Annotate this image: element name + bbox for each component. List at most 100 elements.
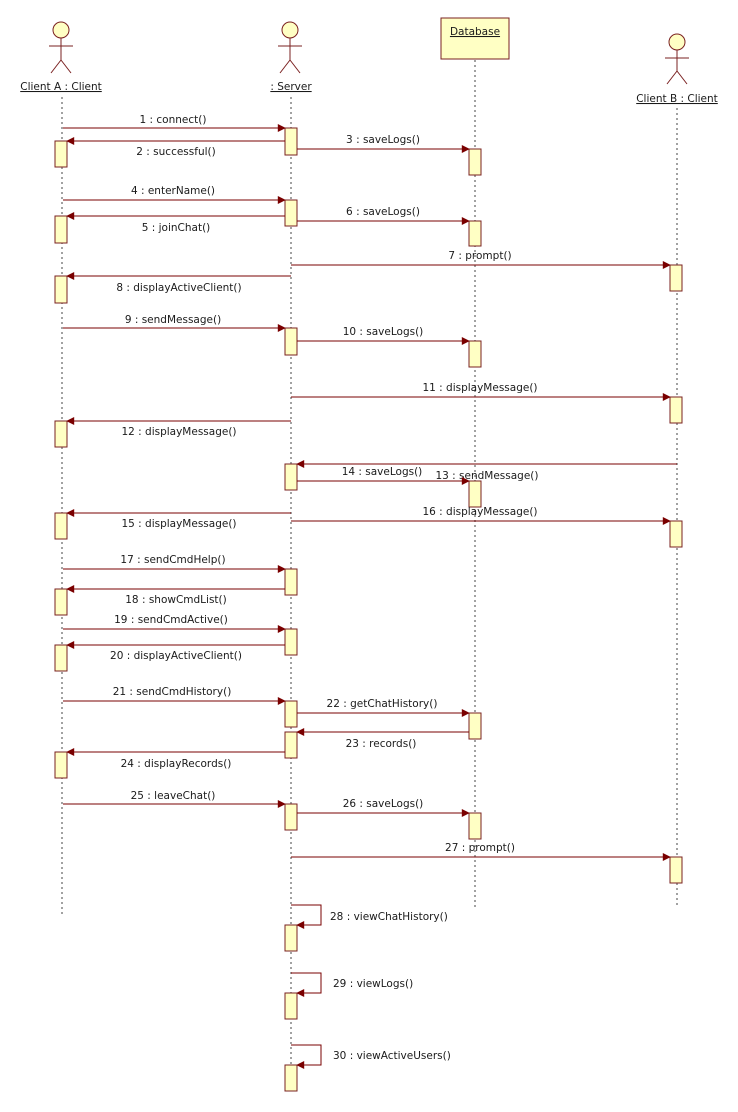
message-label: 28 : viewChatHistory() bbox=[330, 911, 448, 923]
message-label: 15 : displayMessage() bbox=[121, 518, 236, 530]
activation-bar bbox=[54, 512, 68, 540]
message-label: 29 : viewLogs() bbox=[333, 978, 413, 990]
activation-bar bbox=[468, 340, 482, 368]
message-label: 6 : saveLogs() bbox=[346, 206, 420, 218]
message[interactable]: 25 : leaveChat() bbox=[63, 790, 286, 808]
activation-bar bbox=[468, 220, 482, 247]
message[interactable]: 9 : sendMessage() bbox=[63, 314, 286, 332]
activation-bar bbox=[284, 803, 298, 831]
activation-bar bbox=[284, 1064, 298, 1092]
actor-icon bbox=[665, 33, 689, 85]
message-label: 12 : displayMessage() bbox=[121, 426, 236, 438]
self-message[interactable]: 30 : viewActiveUsers() bbox=[291, 1044, 451, 1069]
message-label: 14 : saveLogs() bbox=[342, 466, 423, 478]
activation-bars bbox=[54, 127, 683, 1092]
activation-bar bbox=[284, 731, 298, 759]
message[interactable]: 2 : successful() bbox=[66, 137, 285, 158]
message-label: 16 : displayMessage() bbox=[422, 506, 537, 518]
lifeline-client-a-header[interactable]: Client A : Client bbox=[20, 21, 102, 93]
lifeline-label-client-a: Client A : Client bbox=[20, 81, 102, 93]
message[interactable]: 16 : displayMessage() bbox=[291, 506, 671, 525]
message-label: 19 : sendCmdActive() bbox=[114, 614, 228, 626]
lifeline-label-client-b: Client B : Client bbox=[636, 93, 718, 105]
message[interactable]: 13 : sendMessage() bbox=[296, 460, 677, 482]
self-message[interactable]: 28 : viewChatHistory() bbox=[291, 904, 448, 929]
message-label: 27 : prompt() bbox=[445, 842, 515, 854]
database-object-box bbox=[440, 17, 510, 60]
lifeline-server-header[interactable]: : Server bbox=[270, 21, 312, 93]
message-label: 18 : showCmdList() bbox=[125, 594, 226, 606]
message-label: 3 : saveLogs() bbox=[346, 134, 420, 146]
message[interactable]: 4 : enterName() bbox=[63, 185, 286, 204]
message-label: 13 : sendMessage() bbox=[435, 470, 538, 482]
message-arrow bbox=[291, 1044, 322, 1069]
message[interactable]: 15 : displayMessage() bbox=[66, 509, 291, 530]
message-arrow bbox=[291, 904, 322, 929]
message-label: 22 : getChatHistory() bbox=[327, 698, 438, 710]
activation-bar bbox=[669, 396, 683, 424]
messages: 1 : connect() 2 : successful() 3 : saveL… bbox=[63, 114, 677, 1069]
message-label: 23 : records() bbox=[346, 738, 417, 750]
activation-bar bbox=[669, 264, 683, 292]
message[interactable]: 6 : saveLogs() bbox=[297, 206, 470, 225]
activation-bar bbox=[54, 140, 68, 168]
message-label: 4 : enterName() bbox=[131, 185, 215, 197]
message-label: 20 : displayActiveClient() bbox=[110, 650, 242, 662]
activation-bar bbox=[468, 712, 482, 740]
message-label: 17 : sendCmdHelp() bbox=[120, 554, 225, 566]
message[interactable]: 20 : displayActiveClient() bbox=[66, 641, 285, 662]
message[interactable]: 26 : saveLogs() bbox=[297, 798, 470, 817]
lifeline-label-database: Database bbox=[450, 26, 500, 38]
activation-bar bbox=[284, 327, 298, 356]
message[interactable]: 7 : prompt() bbox=[291, 250, 671, 269]
message[interactable]: 18 : showCmdList() bbox=[66, 585, 285, 606]
message[interactable]: 24 : displayRecords() bbox=[66, 748, 285, 770]
message-label: 7 : prompt() bbox=[448, 250, 511, 262]
activation-bar bbox=[669, 520, 683, 548]
activation-bar bbox=[284, 199, 298, 227]
message[interactable]: 1 : connect() bbox=[63, 114, 286, 132]
message-label: 1 : connect() bbox=[140, 114, 207, 126]
message-label: 30 : viewActiveUsers() bbox=[333, 1050, 451, 1062]
message[interactable]: 23 : records() bbox=[296, 728, 469, 750]
message[interactable]: 19 : sendCmdActive() bbox=[63, 614, 286, 633]
self-message[interactable]: 29 : viewLogs() bbox=[291, 972, 413, 997]
message-label: 21 : sendCmdHistory() bbox=[113, 686, 232, 698]
activation-bar bbox=[284, 568, 298, 596]
message[interactable]: 3 : saveLogs() bbox=[297, 134, 470, 153]
message-label: 9 : sendMessage() bbox=[125, 314, 221, 326]
activation-bar bbox=[284, 700, 298, 728]
message[interactable]: 5 : joinChat() bbox=[66, 212, 285, 234]
activation-bar bbox=[54, 588, 68, 616]
message[interactable]: 12 : displayMessage() bbox=[66, 417, 291, 438]
message-label: 24 : displayRecords() bbox=[121, 758, 232, 770]
activation-bar bbox=[284, 992, 298, 1020]
message[interactable]: 11 : displayMessage() bbox=[291, 382, 671, 401]
message-arrow bbox=[291, 972, 322, 997]
activation-bar bbox=[284, 127, 298, 156]
message[interactable]: 27 : prompt() bbox=[291, 842, 671, 861]
message-label: 2 : successful() bbox=[136, 146, 215, 158]
activation-bar bbox=[54, 420, 68, 448]
message[interactable]: 8 : displayActiveClient() bbox=[66, 272, 291, 294]
message[interactable]: 21 : sendCmdHistory() bbox=[63, 686, 286, 705]
activation-bar bbox=[54, 275, 68, 304]
activation-bar bbox=[669, 856, 683, 884]
activation-bar bbox=[284, 628, 298, 656]
lifeline-label-server: : Server bbox=[270, 81, 312, 93]
lifeline-client-b-header[interactable]: Client B : Client bbox=[636, 33, 718, 105]
message[interactable]: 17 : sendCmdHelp() bbox=[63, 554, 286, 573]
message-label: 25 : leaveChat() bbox=[131, 790, 216, 802]
activation-bar bbox=[468, 480, 482, 508]
message[interactable]: 22 : getChatHistory() bbox=[297, 698, 470, 717]
message-label: 26 : saveLogs() bbox=[343, 798, 424, 810]
actor-icon bbox=[278, 21, 302, 74]
message-label: 10 : saveLogs() bbox=[343, 326, 424, 338]
message[interactable]: 14 : saveLogs() bbox=[297, 466, 470, 485]
lifeline-database-header[interactable]: Database bbox=[440, 17, 510, 60]
activation-bar bbox=[284, 463, 298, 491]
message-label: 11 : displayMessage() bbox=[422, 382, 537, 394]
message[interactable]: 10 : saveLogs() bbox=[297, 326, 470, 345]
activation-bar bbox=[468, 812, 482, 840]
